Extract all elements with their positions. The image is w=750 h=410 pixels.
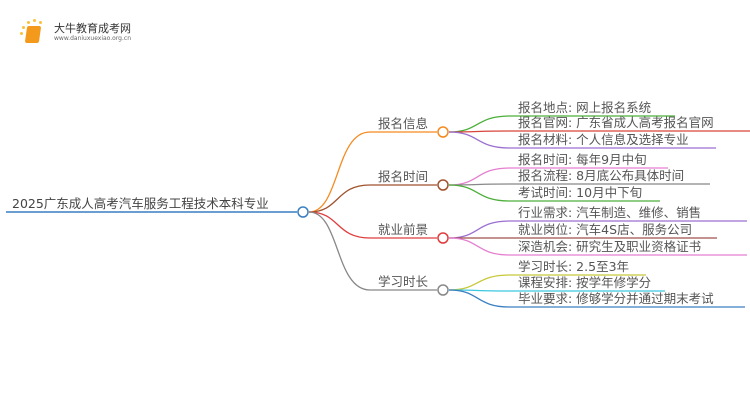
branch-node-circle — [437, 126, 449, 138]
branch-node-circle — [437, 232, 449, 244]
leaf-topic: 深造机会: 研究生及职业资格证书 — [518, 239, 702, 254]
leaf-connector — [448, 131, 716, 149]
leaf-topic: 行业需求: 汽车制造、维修、销售 — [518, 205, 702, 220]
branch-node-circle — [437, 284, 449, 296]
leaf-connector — [448, 289, 745, 308]
leaf-connector — [448, 274, 646, 291]
logo-title: 大牛教育成考网 — [54, 22, 131, 35]
leaf-connector — [448, 237, 747, 256]
root-node-circle — [297, 206, 309, 218]
leaf-connector — [448, 220, 747, 239]
logo-url: www.daniuxuexiao.org.cn — [54, 35, 131, 42]
branch-topic: 报名信息 — [378, 116, 429, 131]
leaf-topic: 报名地点: 网上报名系统 — [518, 100, 652, 115]
branch-topic: 学习时长 — [378, 274, 429, 289]
leaf-topic: 报名材料: 个人信息及选择专业 — [518, 132, 689, 147]
branch-connector — [308, 184, 437, 213]
leaf-topic: 报名官网: 广东省成人高考报名官网 — [518, 115, 714, 130]
leaf-topic: 课程安排: 按学年修学分 — [518, 275, 652, 290]
leaf-topic: 学习时长: 2.5至3年 — [518, 259, 630, 274]
branch-node-circle — [437, 179, 449, 191]
leaf-topic: 毕业要求: 修够学分并通过期末考试 — [518, 291, 714, 306]
leaf-topic: 考试时间: 10月中下旬 — [518, 185, 643, 200]
branch-topic: 就业前景 — [378, 222, 429, 237]
leaf-topic: 就业岗位: 汽车4S店、服务公司 — [518, 222, 693, 237]
leaf-topic: 报名时间: 每年9月中旬 — [518, 152, 647, 167]
branch-connector — [308, 131, 437, 213]
branch-connector — [308, 211, 437, 239]
site-logo: 大牛教育成考网 www.daniuxuexiao.org.cn — [18, 18, 138, 48]
branch-connector — [308, 211, 437, 291]
leaf-topic: 报名流程: 8月底公布具体时间 — [518, 168, 685, 183]
leaf-connector — [448, 184, 660, 202]
root-topic: 2025广东成人高考汽车服务工程技术本科专业 — [12, 196, 269, 211]
branch-topic: 报名时间 — [378, 169, 429, 184]
